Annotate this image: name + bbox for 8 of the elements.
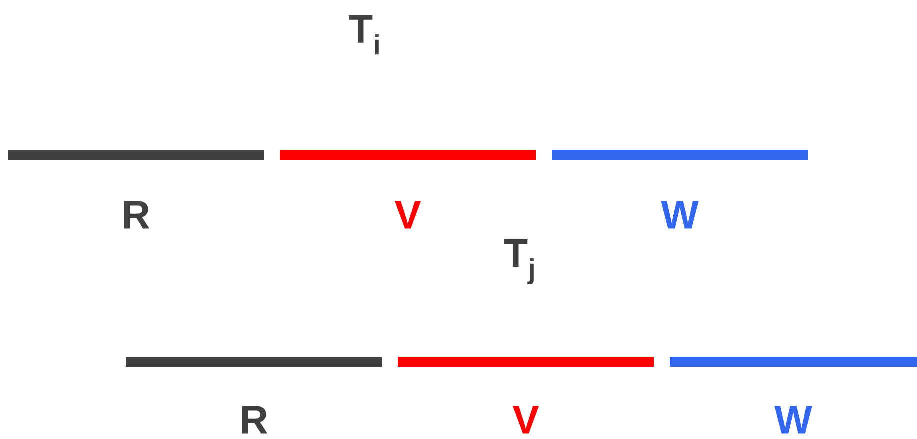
bar-label: R [242, 406, 268, 434]
bar-label: V [394, 201, 422, 229]
bar-label: W [661, 201, 699, 229]
bar-label: W [774, 406, 812, 434]
row-title: T$_{i}$ [349, 15, 379, 55]
bar-label: V [512, 406, 540, 434]
bar-label: R [124, 201, 150, 229]
row-title: T$_{j}$ [504, 239, 534, 285]
